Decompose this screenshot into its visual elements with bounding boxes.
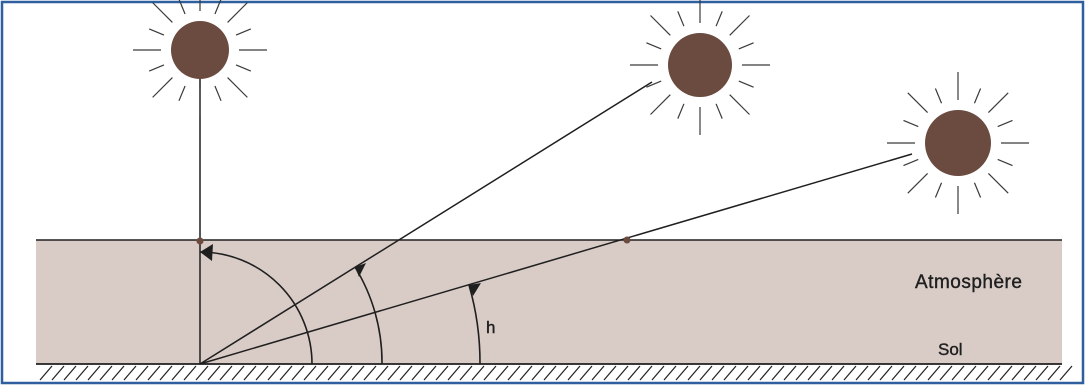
- angle-label: h: [486, 318, 496, 337]
- angle-arrow-icon: [469, 283, 481, 296]
- angle-arc-zenith: [199, 251, 313, 365]
- atmosphere-label: Atmosphère: [915, 272, 1023, 293]
- ray-low: [199, 153, 913, 365]
- ground-hatch: [39, 365, 1073, 381]
- entry-point-low: [623, 236, 631, 244]
- entry-point-zenith: [196, 237, 204, 245]
- angle-arrow-icon: [355, 263, 366, 277]
- angle-arc-mid: [354, 266, 383, 365]
- atmosphere-layer: [36, 240, 1062, 364]
- angle-arrow-icon: [200, 244, 213, 261]
- sun-icon: [630, 0, 770, 135]
- ray-mid: [199, 81, 653, 365]
- angle-arc-low: [468, 284, 481, 365]
- sun-icon: [133, 0, 267, 117]
- sun-icon: [887, 72, 1029, 214]
- ground-label: Sol: [938, 340, 963, 359]
